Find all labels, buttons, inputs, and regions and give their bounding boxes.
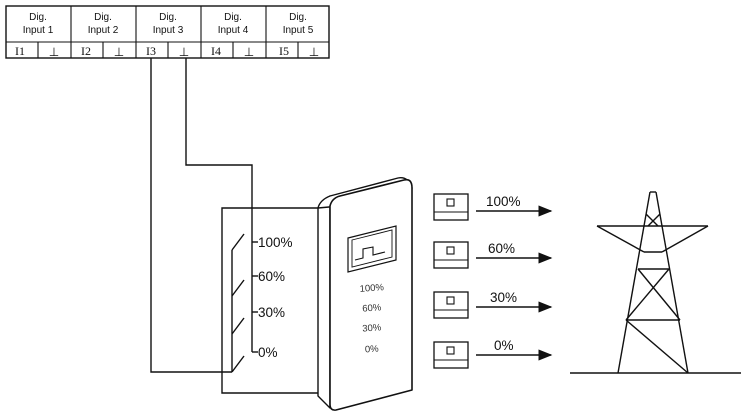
relay-switch-panel: 100% 60% 30% 0% (221, 207, 318, 394)
ground-symbol-icon: ⊥ (114, 45, 124, 59)
terminal-block: Dig. Input 1 I1 ⊥ Dig. Input 2 I2 ⊥ Dig.… (5, 5, 330, 59)
input-3-header-line2: Input 3 (153, 25, 184, 36)
relay-switch-icon (231, 279, 245, 297)
relay-switch-icon (231, 233, 245, 251)
input-2-header-line1: Dig. (94, 12, 112, 23)
input-4-header-line1: Dig. (224, 12, 242, 23)
power-transmission-tower-icon (570, 191, 741, 374)
wire-ground (185, 58, 253, 222)
relay-label-100: 100% (258, 235, 293, 250)
digital-input-3: Dig. Input 3 I3 ⊥ (146, 12, 189, 59)
relay-panel-frame (221, 207, 318, 394)
output-signal-0: 0% (433, 338, 553, 369)
control-level-100: 100% (359, 282, 385, 295)
relay-switch-100: 100% (231, 233, 293, 256)
input-1-header-line2: Input 1 (23, 25, 54, 36)
control-level-0: 0% (365, 344, 380, 356)
digital-input-1: Dig. Input 1 I1 ⊥ (15, 12, 59, 59)
output-signal-60: 60% (433, 241, 553, 269)
relay-switch-60: 60% (231, 256, 285, 297)
terminal-i3: I3 (146, 44, 156, 58)
signal-box-icon (433, 193, 469, 221)
output-label-100: 100% (486, 194, 521, 209)
digital-input-2: Dig. Input 2 I2 ⊥ (81, 12, 124, 59)
terminal-i5: I5 (279, 44, 289, 58)
relay-switch-0: 0% (231, 334, 278, 373)
relay-switch-30: 30% (231, 296, 285, 335)
input-5-header-line1: Dig. (289, 12, 307, 23)
signal-box-icon (433, 291, 469, 319)
control-level-30: 30% (362, 322, 382, 334)
ground-symbol-icon: ⊥ (49, 45, 59, 59)
pulse-waveform-icon (354, 246, 386, 261)
terminal-i4: I4 (211, 44, 221, 58)
wiring (150, 58, 253, 373)
input-1-header-line1: Dig. (29, 12, 47, 23)
ground-symbol-icon: ⊥ (244, 45, 254, 59)
relay-label-60: 60% (258, 269, 285, 284)
ground-symbol-icon: ⊥ (179, 45, 189, 59)
output-signal-30: 30% (433, 290, 553, 319)
digital-input-4: Dig. Input 4 I4 ⊥ (211, 12, 254, 59)
input-5-header-line2: Input 5 (283, 25, 314, 36)
input-2-header-line2: Input 2 (88, 25, 119, 36)
control-unit-display (347, 225, 397, 273)
output-signal-100: 100% (433, 193, 553, 221)
relay-label-0: 0% (258, 345, 278, 360)
wire-i3 (150, 58, 232, 373)
output-label-0: 0% (494, 338, 514, 353)
relay-switch-icon (231, 355, 245, 373)
relay-switch-icon (231, 317, 245, 335)
terminal-i1: I1 (15, 44, 25, 58)
signal-box-icon (433, 341, 469, 369)
ground-symbol-icon: ⊥ (309, 45, 319, 59)
signal-box-icon (433, 241, 469, 269)
output-label-30: 30% (490, 290, 517, 305)
control-unit: 100% 60% 30% 0% (317, 177, 413, 411)
relay-label-30: 30% (258, 305, 285, 320)
input-4-header-line2: Input 4 (218, 25, 249, 36)
output-label-60: 60% (488, 241, 515, 256)
terminal-i2: I2 (81, 44, 91, 58)
input-3-header-line1: Dig. (159, 12, 177, 23)
control-level-60: 60% (362, 302, 382, 314)
digital-input-5: Dig. Input 5 I5 ⊥ (279, 12, 319, 59)
